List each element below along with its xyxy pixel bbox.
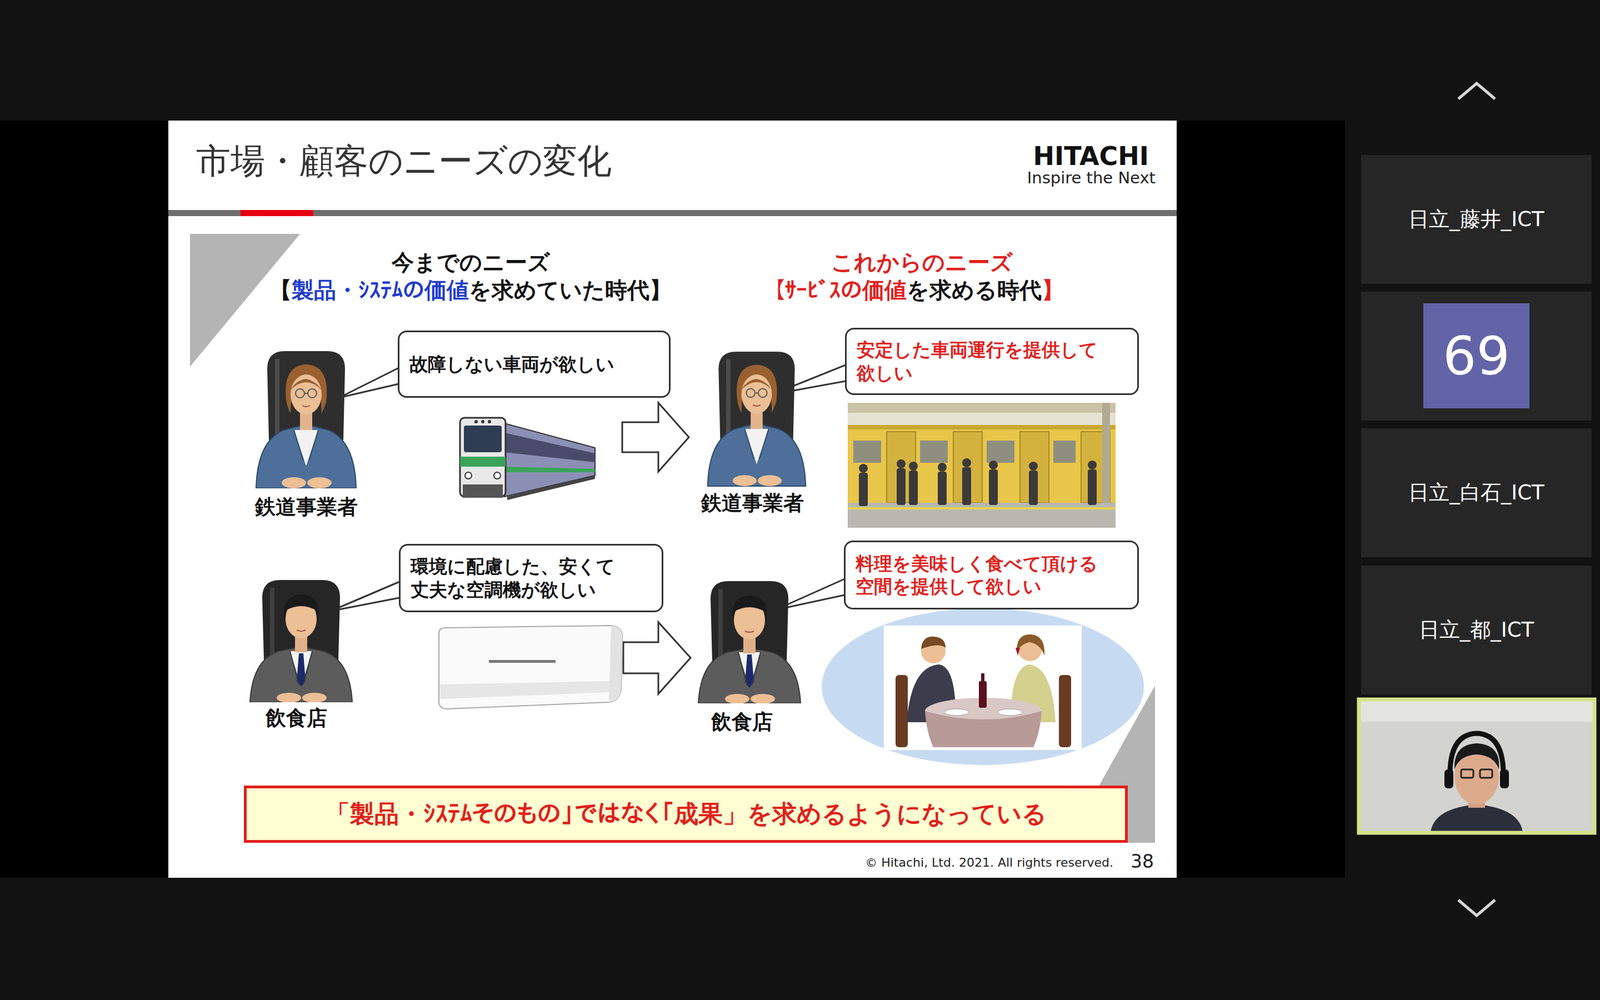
column-heading: これからのニーズ — [831, 247, 1013, 278]
actor-label: 飲食店 — [711, 708, 773, 737]
heading-part: 【 — [269, 277, 292, 303]
participant-tile: 日立_藤井_ICT — [1361, 155, 1592, 284]
logo-wordmark: HITACHI — [1033, 141, 1149, 172]
speech-bubble: 環境に配慮した、安くて丈夫な空調機が欲しい — [398, 543, 664, 613]
node-text: 環境に配慮した、安くて丈夫な空調機が欲しい — [410, 555, 622, 602]
actor-label: 鉄道事業者 — [255, 493, 358, 522]
heading-part: 】 — [1041, 277, 1064, 303]
column-heading: 今までのニーズ — [391, 247, 550, 278]
speech-bubble: 料理を美味しく食べて頂ける空間を提供して欲しい — [843, 540, 1139, 610]
logo-tagline: Inspire the Next — [1027, 168, 1156, 188]
heading-part: を求めていた時代】 — [468, 277, 672, 303]
speech-bubble: 故障しない車両が欲しい — [397, 330, 671, 398]
node-text: 安定した車両運行を提供して欲しい — [856, 338, 1104, 385]
heading-line: 【製品・ｼｽﾃﾑの価値を求めていた時代】 — [269, 275, 672, 306]
heading-part: を求める時代 — [906, 277, 1042, 303]
participant-name: 日立_藤井_ICT — [1408, 205, 1544, 234]
participant-tile: 日立_白石_ICT — [1361, 428, 1592, 558]
page-number: 38 — [1130, 850, 1154, 873]
slide-title: 市場・顧客のニーズの変化 — [196, 137, 612, 185]
heading-line: 【ｻｰﾋﾞｽの価値を求める時代】 — [772, 275, 1064, 306]
heading-part: 製品・ｼｽﾃﾑの価値 — [291, 277, 469, 303]
avatar-count: 69 — [1442, 325, 1510, 387]
participant-name: 日立_白石_ICT — [1408, 478, 1544, 507]
actor-label: 飲食店 — [265, 704, 328, 733]
speech-bubble: 安定した車両運行を提供して欲しい — [845, 327, 1139, 395]
heading-part: 【ｻｰﾋﾞｽの価値 — [772, 277, 907, 303]
node-text: 料理を美味しく食べて頂ける空間を提供して欲しい — [855, 552, 1103, 599]
participant-tile: 日立_都_ICT — [1361, 565, 1592, 695]
actor-label: 鉄道事業者 — [701, 489, 804, 518]
node-text: 故障しない車両が欲しい — [409, 352, 615, 376]
participant-avatar: 69 — [1423, 303, 1530, 409]
result-banner: 「製品・ｼｽﾃﾑそのもの」ではなく「成果」を求めるようになっている — [243, 785, 1128, 843]
copyright-note: © Hitachi, Ltd. 2021. All rights reserve… — [865, 855, 1114, 870]
node-text: 「製品・ｼｽﾃﾑそのもの」ではなく「成果」を求めるようになっている — [325, 797, 1047, 831]
participant-name: 日立_都_ICT — [1418, 616, 1534, 644]
